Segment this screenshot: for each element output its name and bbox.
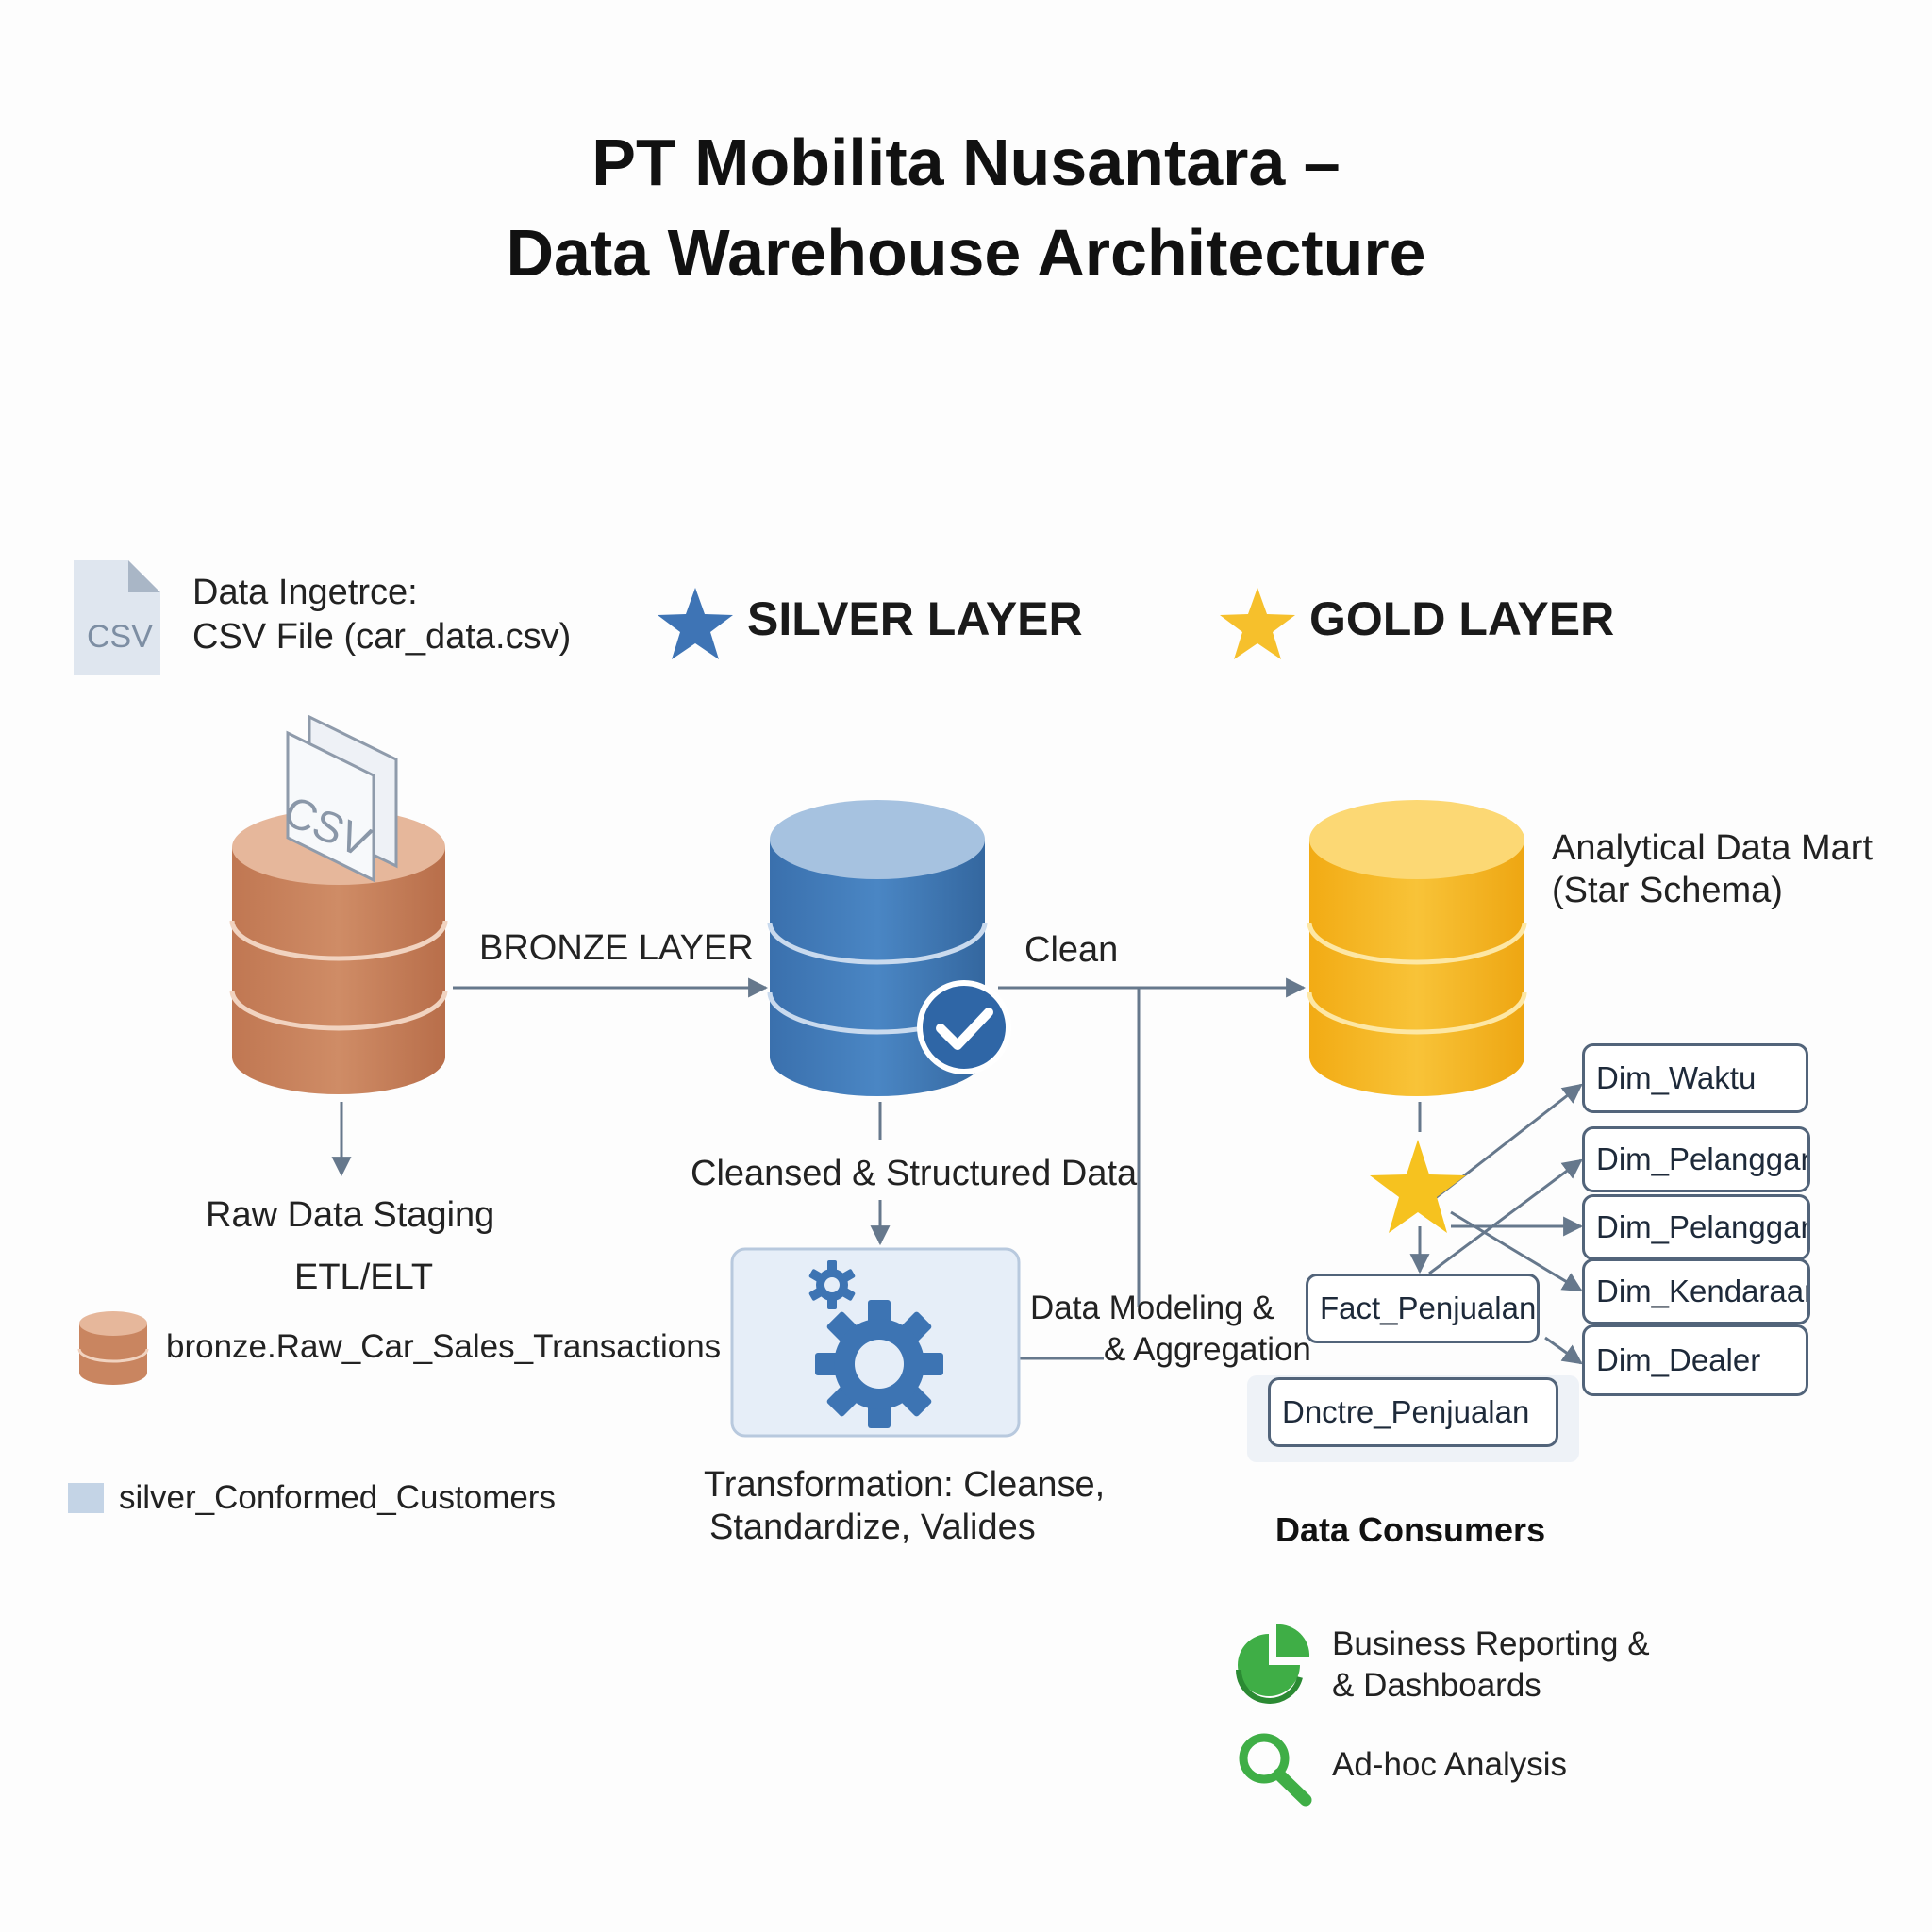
- ingestion-label: Data Ingetrce:: [192, 573, 418, 612]
- small-gear-icon: [808, 1260, 856, 1309]
- silver-legend-icon: [68, 1483, 104, 1513]
- data-consumers-title: Data Consumers: [1275, 1510, 1546, 1549]
- bronze-layer-label: BRONZE LAYER: [479, 928, 754, 968]
- gold-layer-header: GOLD LAYER: [1309, 592, 1615, 645]
- aggregation-label: & Aggregation: [1104, 1331, 1311, 1368]
- adhoc-analysis-label: Ad-hoc Analysis: [1332, 1746, 1568, 1783]
- silver-layer-header: SILVER LAYER: [747, 592, 1083, 645]
- csv-file-icon: [74, 560, 160, 675]
- pie-chart-icon: [1236, 1624, 1310, 1704]
- csv-document-icon: [286, 714, 398, 883]
- star-schema-icon: [1370, 1140, 1466, 1233]
- page-title-line1: PT Mobilita Nusantara –: [591, 125, 1341, 199]
- fact-table-box[interactable]: Fact_Penjualan: [1306, 1274, 1540, 1343]
- dim-table-box[interactable]: Dim_Pelanggan: [1582, 1126, 1810, 1192]
- checkmark-badge-icon: [917, 980, 1011, 1074]
- dim-table-box[interactable]: Dim_Dealer: [1582, 1324, 1808, 1396]
- gear-icon: [815, 1300, 943, 1428]
- csv-icon-text: CSV: [87, 619, 153, 655]
- dim-table-box[interactable]: Dim_Pelanggan: [1582, 1194, 1810, 1260]
- data-modeling-label: Data Modeling &: [1030, 1290, 1274, 1326]
- clean-label: Clean: [1024, 930, 1119, 970]
- bronze-legend-icon: [77, 1311, 149, 1385]
- transformation-label: Transformation: Cleanse,: [704, 1465, 1106, 1505]
- transformation-steps: Standardize, Valides: [709, 1507, 1036, 1547]
- bronze-legend-label: bronze.Raw_Car_Sales_Transactions: [166, 1328, 722, 1365]
- etl-elt-label: ETL/ELT: [294, 1257, 434, 1297]
- page-title-line2: Data Warehouse Architecture: [506, 216, 1426, 290]
- raw-data-staging-label: Raw Data Staging: [206, 1195, 495, 1235]
- magnifier-icon: [1239, 1733, 1312, 1807]
- gold-star-icon: [1220, 588, 1295, 659]
- data-mart-label: Analytical Data Mart: [1552, 828, 1874, 868]
- silver-legend-label: silver_Conformed_Customers: [119, 1479, 556, 1516]
- dashboards-label: & Dashboards: [1332, 1667, 1541, 1704]
- dim-table-box[interactable]: Dim_Kendaraan: [1582, 1258, 1810, 1324]
- blue-star-icon: [658, 588, 733, 659]
- gold-database-icon: [1307, 800, 1527, 1096]
- business-reporting-label: Business Reporting &: [1332, 1625, 1650, 1662]
- star-schema-label: (Star Schema): [1552, 871, 1783, 910]
- dim-table-box[interactable]: Dim_Waktu: [1582, 1043, 1808, 1113]
- ingestion-source: CSV File (car_data.csv): [192, 617, 572, 657]
- extra-table-box[interactable]: Dnctre_Penjualan: [1268, 1377, 1558, 1447]
- cleansed-data-label: Cleansed & Structured Data: [691, 1154, 1138, 1193]
